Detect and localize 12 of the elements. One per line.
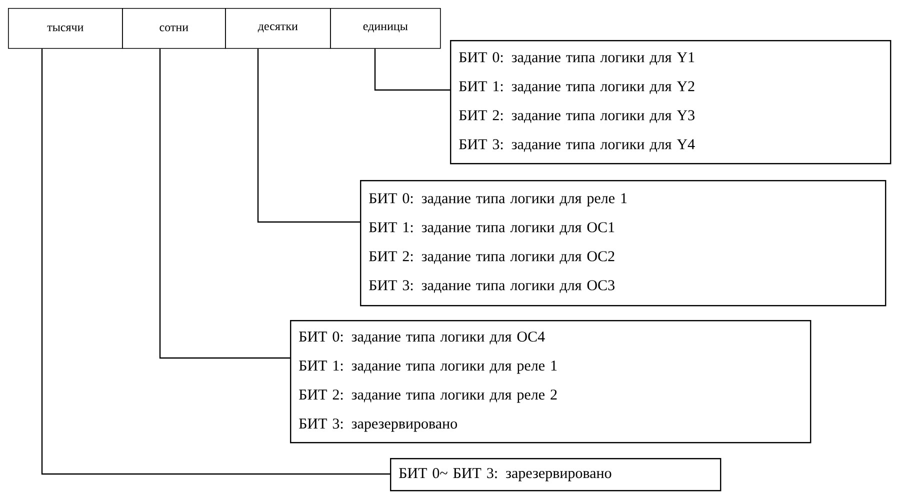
connector-line [257,48,360,223]
table-cell: тысячи [8,8,123,49]
connector-line [159,48,290,359]
text-box: БИТ 0: задание типа логики для Y1 БИТ 1: задание типа логики для Y2 БИТ 2: задание типа логики для Y3 БИТ 3: задание типа логики для Y4 [450,40,892,164]
connector-line [374,48,450,91]
text-box: БИТ 0: задание типа логики для OC4 БИТ 1: задание типа логики для реле 1 БИТ 2: задание типа логики для реле 2 БИТ 3: зарезервировано [290,320,812,444]
table-cell: сотни [122,8,226,49]
table-cell: десятки [225,8,331,49]
table-cell: единицы [330,8,441,49]
text-box: БИТ 0~ БИТ 3: зарезервировано [390,458,722,492]
text-box: БИТ 0: задание типа логики для реле 1 БИТ 1: задание типа логики для OC1 БИТ 2: задание типа логики для OC2 БИТ 3: задание типа логики для OC3 [360,180,886,306]
connector-line [41,48,390,475]
